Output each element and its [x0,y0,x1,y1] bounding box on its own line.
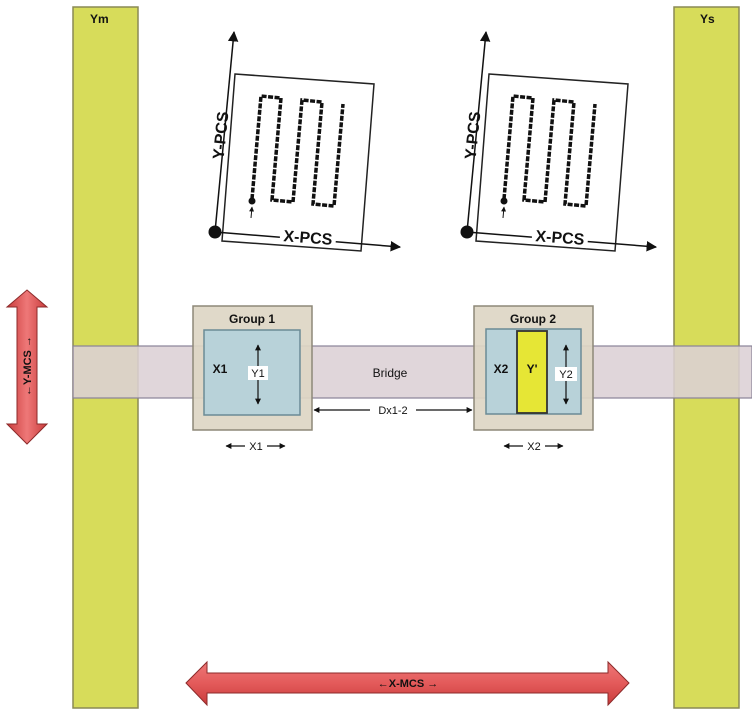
group-2-title: Group 2 [510,312,556,326]
pcs-left-y-axis [214,30,239,233]
pcs-right-scan-start [500,197,508,205]
pcs-right-origin [460,225,474,239]
pcs-right-frame: X-PCS Y-PCS [460,30,658,252]
pcs-right-plate [475,73,629,252]
y-mcs-arrow [5,289,49,445]
bridge [72,345,752,399]
pcs-right-y-axis [466,30,491,233]
group-1-y-label: Y1 [251,368,264,380]
x2-dimension-label: X2 [527,441,540,453]
y-mcs-label: ←Y-MCS → [22,336,34,396]
pcs-left-x-label: X-PCS [283,228,333,249]
pcs-left-frame: X-PCS Y-PCS [208,30,402,252]
pcs-right-scan-path [502,94,597,208]
pcs-left-y-label: Y-PCS [211,110,233,160]
dx-spacing-label: Dx1-2 [378,405,407,417]
pcs-right-y-label: Y-PCS [463,110,485,160]
group-2-y-prime-label: Y' [527,362,538,376]
rail-right-label: Ys [700,12,715,26]
x1-dimension-label: X1 [249,441,262,453]
x-mcs-label: ←X-MCS → [378,678,439,690]
bridge-label: Bridge [373,366,408,380]
group-2-x-label: X2 [494,362,509,376]
pcs-left-scan-start [248,197,256,205]
group-1-x-label: X1 [213,362,228,376]
pcs-left-scan-path [250,94,345,208]
group-1-title: Group 1 [229,312,275,326]
x-mcs-arrow [185,660,630,707]
group-2-y-prime-carriage [516,330,548,414]
pcs-right-x-label: X-PCS [535,228,585,249]
rail-left-label: Ym [90,12,109,26]
pcs-left-origin [208,225,222,239]
group-2-y-label: Y2 [559,369,572,381]
pcs-left-plate [221,73,375,252]
